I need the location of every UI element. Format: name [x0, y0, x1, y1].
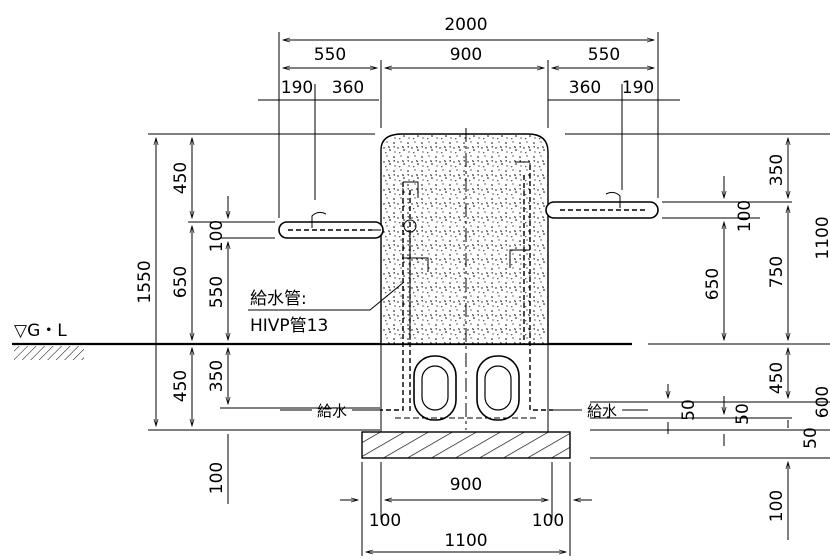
supply-left-label: 給水: [317, 402, 347, 420]
dim-bot-100-right: 100: [532, 511, 564, 531]
dim-top-l360: 360: [332, 78, 364, 98]
right-dimensions: [565, 133, 830, 540]
dim-top-mid: 900: [450, 45, 482, 65]
lower-body: [380, 344, 549, 432]
dim-right-100-bot: 100: [767, 490, 787, 522]
dim-right-650: 650: [703, 268, 723, 300]
supply-pipes: [380, 161, 553, 414]
bottom-dimensions: [340, 462, 592, 556]
dim-left-100: 100: [207, 220, 227, 252]
base-slab: [361, 431, 571, 459]
top-dimensions: [258, 32, 680, 218]
dim-left-650: 650: [171, 266, 191, 298]
supply-pipe-spec: HIVP管13: [250, 316, 328, 336]
dim-top-right: 550: [588, 45, 620, 65]
dim-right-100: 100: [735, 200, 755, 232]
dim-right-350: 350: [767, 154, 787, 186]
dim-top-r360: 360: [569, 78, 601, 98]
supply-right-label: 給水: [587, 402, 617, 420]
right-basin: [545, 191, 659, 219]
dim-right-50a: 50: [679, 399, 699, 421]
fountain-body: [380, 133, 549, 345]
dim-left-1550: 1550: [135, 260, 155, 303]
dim-left-100-bot: 100: [207, 462, 227, 494]
dim-bot-100-left: 100: [369, 511, 401, 531]
dim-bot-900: 900: [450, 475, 482, 495]
dim-right-1100: 1100: [813, 216, 830, 259]
dim-top-r190: 190: [622, 78, 654, 98]
dim-right-750: 750: [767, 256, 787, 288]
dim-right-600: 600: [813, 386, 830, 418]
left-basin: [278, 211, 384, 239]
ground-line: [12, 342, 830, 360]
left-dimensions: [148, 133, 380, 504]
dim-right-450: 450: [767, 362, 787, 394]
dim-left-450-bot: 450: [171, 370, 191, 402]
supply-pipe-leader: [248, 281, 405, 311]
dim-left-350: 350: [207, 360, 227, 392]
dim-left-450-top: 450: [171, 162, 191, 194]
dim-top-total: 2000: [444, 15, 487, 35]
dim-left-550: 550: [207, 276, 227, 308]
dim-bot-1100: 1100: [444, 531, 487, 551]
dim-top-left: 550: [314, 45, 346, 65]
gl-label: ▽G・L: [14, 321, 67, 341]
dim-right-50c: 50: [801, 427, 821, 449]
dim-top-l190: 190: [281, 78, 313, 98]
supply-pipe-label: 給水管:: [250, 289, 307, 309]
dim-right-50b: 50: [733, 403, 753, 425]
